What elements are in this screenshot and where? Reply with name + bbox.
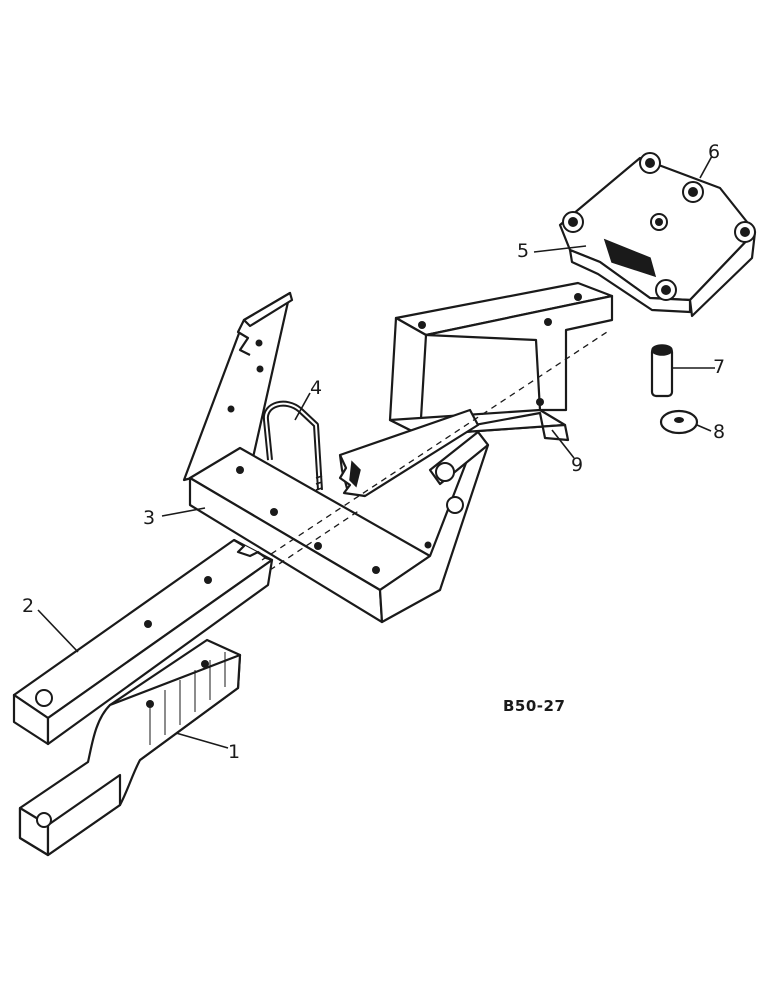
diagram-reference-code: B50-27 bbox=[503, 697, 565, 715]
callout-4: 4 bbox=[310, 377, 322, 399]
part-7-pin bbox=[650, 344, 674, 398]
part-1-offset-drawbar bbox=[18, 638, 242, 857]
part-3-drawbar-support bbox=[182, 291, 490, 624]
part-9-clamp-plate bbox=[388, 281, 614, 442]
part-5-cast-bracket bbox=[558, 152, 757, 318]
part-2-drawbar bbox=[12, 538, 274, 746]
part-9-tube-section bbox=[338, 408, 480, 498]
callout-6: 6 bbox=[708, 141, 720, 163]
callout-3: 3 bbox=[143, 507, 155, 529]
callout-1: 1 bbox=[228, 741, 240, 763]
callout-2: 2 bbox=[22, 595, 34, 617]
callout-8: 8 bbox=[713, 421, 725, 443]
assembly-axis-line bbox=[261, 329, 611, 561]
assembly-axis-line-2 bbox=[269, 509, 361, 571]
callout-9: 9 bbox=[571, 454, 583, 476]
part-8-washer bbox=[659, 409, 699, 435]
callout-leaders bbox=[37, 155, 715, 749]
callout-7: 7 bbox=[713, 356, 725, 378]
callout-5: 5 bbox=[517, 240, 529, 262]
